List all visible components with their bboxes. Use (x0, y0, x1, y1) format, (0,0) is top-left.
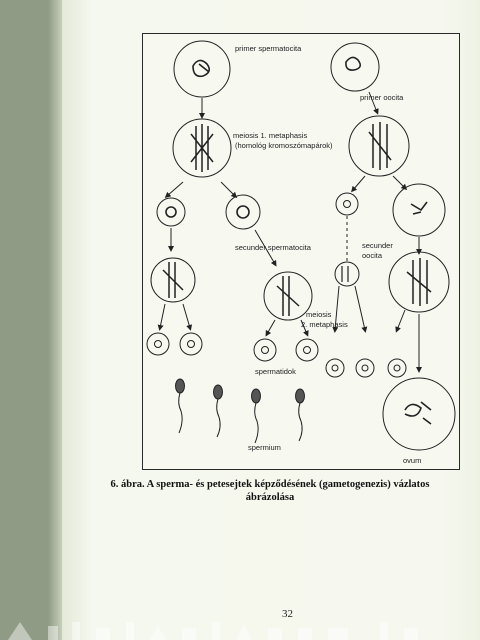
meiosis-2-oocyte (388, 251, 450, 313)
polar-body-division (334, 261, 360, 287)
spermium-2 (213, 384, 223, 438)
label-homologous-pairs: (homológ kromoszómapárok) (235, 141, 333, 150)
spermatid-3 (253, 338, 277, 362)
spermatid-1 (146, 332, 170, 356)
label-primer-spermatocita: primer spermatocita (235, 44, 302, 53)
watermark-graphic (8, 622, 418, 640)
primary-spermatocyte-cell (173, 40, 231, 98)
meiosis-1-cell-left (172, 118, 232, 178)
book-gutter-shadow (48, 0, 62, 640)
figure-caption: 6. ábra. A sperma- és petesejtek képződé… (100, 478, 440, 504)
spermatid-4 (295, 338, 319, 362)
page-number: 32 (282, 608, 293, 620)
meiosis-2-cell-left (150, 257, 196, 303)
caption-line-1: 6. ábra. A sperma- és petesejtek képződé… (110, 479, 430, 490)
primary-oocyte-cell (330, 42, 380, 92)
caption-line-2: ábrázolása (245, 492, 295, 503)
label-meiosis-1: meiosis 1. metaphasis (233, 131, 307, 140)
label-secunder: secunder (362, 241, 393, 250)
figure-frame: primer spermatocita primer oocita meiosi… (142, 33, 460, 470)
spermium-3 (251, 388, 261, 444)
secondary-oocyte (392, 183, 446, 237)
label-spermium: spermium (248, 443, 281, 452)
polar-body-2a (325, 358, 345, 378)
label-primer-oocita: primer oocita (360, 93, 404, 102)
spermium-4 (295, 388, 305, 442)
label-meiosis-2: meiosis (306, 310, 332, 319)
gametogenesis-diagram: primer spermatocita primer oocita meiosi… (146, 40, 456, 465)
watermark-logo (0, 620, 480, 640)
polar-body-2c (387, 358, 407, 378)
label-metaphasis-2: 2. metaphasis (301, 320, 348, 329)
secondary-spermatocyte-right (225, 194, 261, 230)
spermium-1 (175, 378, 185, 434)
ovum-cell (382, 377, 456, 451)
label-ovum: ovum (403, 456, 421, 465)
first-polar-body (335, 192, 359, 216)
label-oocita: oocita (362, 251, 383, 260)
spermatid-2 (179, 332, 203, 356)
polar-body-2b (355, 358, 375, 378)
label-secunder-spermatocita: secunder spermatocita (235, 243, 312, 252)
meiosis-2-cell-right (263, 271, 313, 321)
secondary-spermatocyte-left (156, 197, 186, 227)
label-spermatidok: spermatidok (255, 367, 296, 376)
meiosis-1-oocyte (348, 115, 410, 177)
